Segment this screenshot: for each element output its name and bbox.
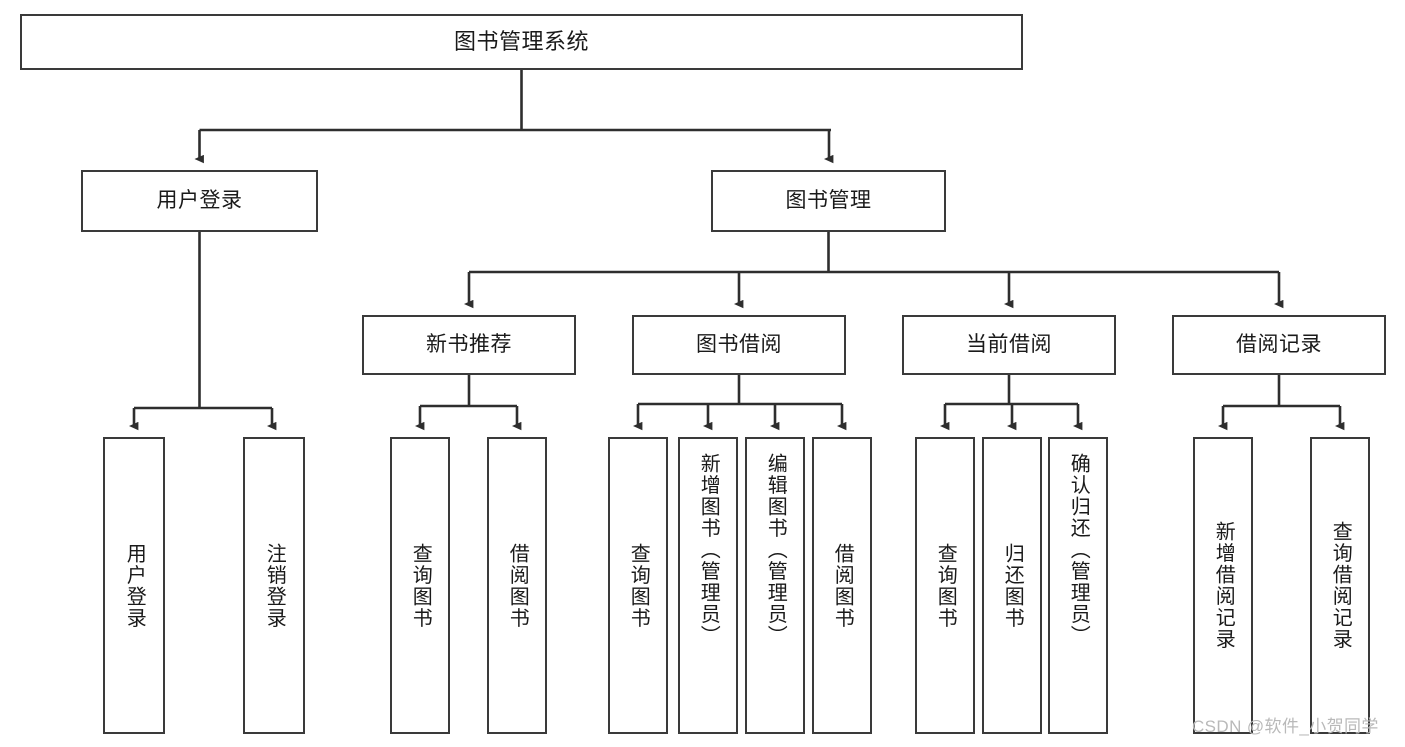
- node-borrow-record-label: 借阅记录: [1236, 332, 1322, 356]
- node-user-login[interactable]: 用户登录: [81, 170, 318, 232]
- node-leaf-borrow-book-2-label: 借阅图书: [831, 542, 854, 629]
- node-book-manage[interactable]: 图书管理: [711, 170, 946, 232]
- node-leaf-logout-login-label: 注销登录: [263, 542, 286, 629]
- node-leaf-add-book-admin[interactable]: 新增图书（管理员）: [678, 437, 738, 734]
- node-leaf-query-book-1[interactable]: 查询图书: [390, 437, 450, 734]
- node-borrow-record[interactable]: 借阅记录: [1172, 315, 1386, 375]
- node-leaf-query-book-1-label: 查询图书: [409, 542, 432, 629]
- node-current-borrow-label: 当前借阅: [966, 332, 1052, 356]
- node-leaf-return-book-label: 归还图书: [1001, 542, 1024, 629]
- node-leaf-query-borrow-record[interactable]: 查询借阅记录: [1310, 437, 1370, 734]
- node-leaf-user-login[interactable]: 用户登录: [103, 437, 165, 734]
- node-new-book-recommend-label: 新书推荐: [426, 332, 512, 356]
- node-root[interactable]: 图书管理系统: [20, 14, 1023, 70]
- node-leaf-confirm-return-admin[interactable]: 确认归还（管理员）: [1048, 437, 1108, 734]
- node-leaf-add-book-admin-label: 新增图书（管理员）: [697, 453, 720, 647]
- csdn-watermark: CSDN @软件_小贺同学: [1192, 717, 1379, 736]
- node-leaf-query-book-2[interactable]: 查询图书: [608, 437, 668, 734]
- node-root-label: 图书管理系统: [453, 29, 589, 55]
- node-leaf-user-login-label: 用户登录: [123, 542, 146, 629]
- node-leaf-confirm-return-admin-label: 确认归还（管理员）: [1067, 453, 1090, 647]
- node-current-borrow[interactable]: 当前借阅: [902, 315, 1116, 375]
- node-book-borrow[interactable]: 图书借阅: [632, 315, 846, 375]
- node-leaf-edit-book-admin[interactable]: 编辑图书（管理员）: [745, 437, 805, 734]
- node-leaf-query-book-2-label: 查询图书: [627, 542, 650, 629]
- node-leaf-query-book-3[interactable]: 查询图书: [915, 437, 975, 734]
- node-leaf-logout-login[interactable]: 注销登录: [243, 437, 305, 734]
- node-leaf-borrow-book-1[interactable]: 借阅图书: [487, 437, 547, 734]
- node-leaf-query-borrow-record-label: 查询借阅记录: [1329, 521, 1352, 650]
- node-book-manage-label: 图书管理: [785, 188, 872, 212]
- node-new-book-recommend[interactable]: 新书推荐: [362, 315, 576, 375]
- node-leaf-borrow-book-1-label: 借阅图书: [506, 542, 529, 629]
- node-leaf-borrow-book-2[interactable]: 借阅图书: [812, 437, 872, 734]
- node-leaf-return-book[interactable]: 归还图书: [982, 437, 1042, 734]
- node-leaf-edit-book-admin-label: 编辑图书（管理员）: [764, 453, 787, 647]
- node-leaf-query-book-3-label: 查询图书: [934, 542, 957, 629]
- node-book-borrow-label: 图书借阅: [696, 332, 782, 356]
- node-leaf-add-borrow-record-label: 新增借阅记录: [1212, 521, 1235, 650]
- node-leaf-add-borrow-record[interactable]: 新增借阅记录: [1193, 437, 1253, 734]
- node-user-login-label: 用户登录: [156, 188, 243, 212]
